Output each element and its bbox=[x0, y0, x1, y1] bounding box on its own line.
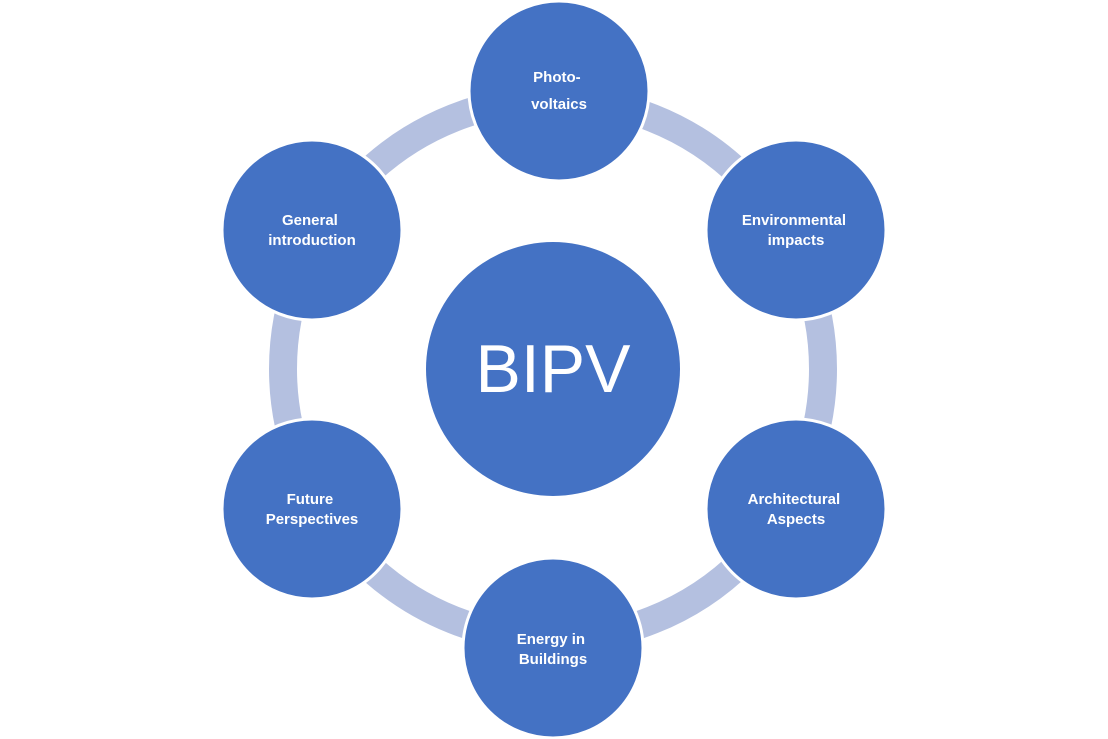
node-circle bbox=[220, 138, 404, 322]
node-circle bbox=[467, 0, 651, 183]
node-architectural-aspects: Architectural Aspects bbox=[704, 417, 888, 601]
node-label-line-1: Future bbox=[287, 491, 334, 508]
node-label-line-2: impacts bbox=[768, 232, 825, 249]
node-label-line-2: Perspectives bbox=[266, 511, 359, 528]
center-circle bbox=[426, 242, 680, 496]
node-label-line-2: Aspects bbox=[767, 511, 825, 528]
node-circle bbox=[461, 556, 645, 739]
node-circle bbox=[704, 138, 888, 322]
node-label-line-2: voltaics bbox=[531, 96, 587, 113]
node-label-line-1: Architectural bbox=[748, 491, 841, 508]
node-label-line-1: Energy in bbox=[517, 631, 585, 648]
node-label-line-2: Buildings bbox=[519, 651, 587, 668]
center-label: BIPV bbox=[476, 331, 632, 407]
node-label: Photo- voltaics bbox=[531, 69, 587, 113]
node-label: Environmental impacts bbox=[742, 212, 850, 249]
node-circle bbox=[220, 417, 404, 601]
node-label: Architectural Aspects bbox=[748, 491, 845, 528]
center-hub: BIPV bbox=[426, 242, 680, 496]
node-label-line-1: General bbox=[282, 212, 338, 229]
node-general-introduction: General introduction bbox=[220, 138, 404, 322]
node-label: General introduction bbox=[268, 212, 355, 249]
node-label-line-2: introduction bbox=[268, 232, 355, 249]
node-photovoltaics: Photo- voltaics bbox=[467, 0, 651, 183]
node-future-perspectives: Future Perspectives bbox=[220, 417, 404, 601]
node-label-line-1: Environmental bbox=[742, 212, 846, 229]
node-label: Future Perspectives bbox=[266, 491, 359, 528]
node-energy-in-buildings: Energy in Buildings bbox=[461, 556, 645, 739]
node-circle bbox=[704, 417, 888, 601]
node-label: Energy in Buildings bbox=[517, 631, 590, 668]
node-environmental-impacts: Environmental impacts bbox=[704, 138, 888, 322]
node-label-line-1: Photo- bbox=[533, 69, 580, 86]
